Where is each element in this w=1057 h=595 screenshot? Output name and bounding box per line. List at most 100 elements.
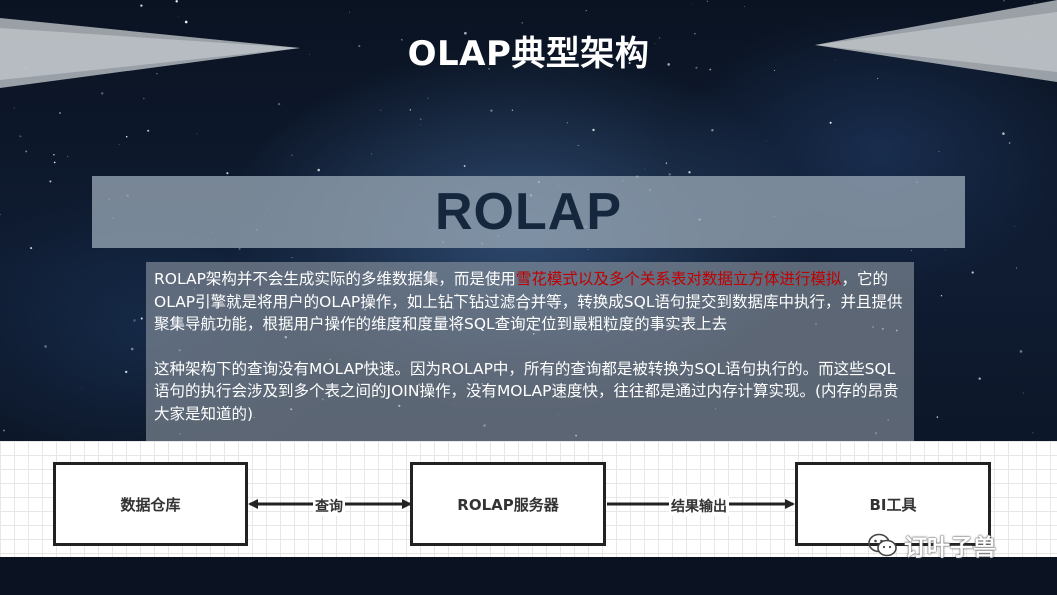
star [81, 387, 82, 389]
description-panel: ROLAP架构并不会生成实际的多维数据集，而是使用雪花模式以及多个关系表对数据立… [146, 262, 914, 442]
star [1019, 350, 1023, 353]
wechat-icon [868, 533, 897, 557]
query-label: 查询 [313, 496, 345, 516]
star [442, 49, 444, 52]
paragraph-1: ROLAP架构并不会生成实际的多维数据集，而是使用雪花模式以及多个关系表对数据立… [154, 268, 908, 336]
rolap-server-box: ROLAP服务器 [410, 462, 606, 546]
star [184, 20, 188, 24]
star [175, 0, 178, 3]
star [876, 77, 879, 80]
star [400, 38, 403, 41]
star [238, 247, 241, 250]
star [688, 171, 691, 174]
star [196, 133, 198, 135]
star [488, 68, 490, 70]
rolap-server-label: ROLAP服务器 [457, 495, 559, 514]
star [13, 107, 15, 109]
star [1002, 132, 1005, 135]
star [628, 62, 631, 65]
star [427, 97, 429, 99]
output-label: 结果输出 [669, 496, 729, 516]
header-wedges [0, 0, 1057, 88]
watermark-text: 订叶子兽 [904, 535, 996, 561]
star [1022, 392, 1024, 394]
star [585, 9, 587, 12]
star [1008, 142, 1011, 144]
star [463, 165, 466, 167]
star [665, 162, 668, 164]
star [156, 73, 158, 75]
star [691, 3, 693, 4]
star [118, 143, 120, 145]
star [971, 271, 974, 274]
star [130, 347, 134, 351]
star [30, 247, 33, 250]
star [587, 249, 589, 250]
star [511, 109, 514, 112]
star [829, 121, 832, 124]
star [317, 168, 321, 172]
star [1015, 267, 1018, 269]
star [53, 161, 56, 164]
star [566, 122, 569, 124]
star [1013, 226, 1015, 227]
star [938, 151, 940, 153]
star [125, 370, 128, 374]
star [44, 345, 47, 348]
star [1003, 0, 1005, 2]
star [147, 129, 150, 132]
star [409, 109, 411, 111]
star [3, 429, 5, 432]
star [67, 155, 69, 158]
banner-label: ROLAP [435, 183, 622, 241]
right-wedge-shade [815, 12, 1057, 72]
paragraph-1-highlight: 雪花模式以及多个关系表对数据立方体进行模拟 [515, 270, 842, 288]
star [936, 416, 939, 418]
paragraph-1-start: ROLAP架构并不会生成实际的多维数据集，而是使用 [154, 270, 516, 288]
star [25, 150, 28, 153]
star [291, 257, 293, 259]
star [694, 32, 696, 35]
star [944, 249, 946, 251]
star [420, 124, 421, 126]
star [53, 154, 55, 156]
star [358, 45, 361, 48]
star [706, 0, 708, 2]
data-warehouse-label: 数据仓库 [120, 495, 181, 514]
star [940, 295, 943, 297]
bottom-bar [0, 557, 1057, 595]
star [419, 118, 422, 121]
architecture-diagram: 数据仓库 ROLAP服务器 BI工具 查询 结果输出 [0, 441, 1057, 557]
star [226, 172, 229, 175]
star [380, 109, 382, 111]
watermark: 订叶子兽 [868, 527, 996, 563]
star [143, 97, 145, 100]
star [140, 317, 143, 320]
left-wedge-shade [0, 28, 300, 80]
star [101, 92, 104, 95]
star [667, 63, 670, 66]
star [1034, 1, 1036, 3]
star [133, 319, 136, 322]
data-warehouse-box: 数据仓库 [53, 462, 248, 546]
bi-tool-label: BI工具 [869, 495, 917, 514]
star [658, 37, 661, 39]
star [1032, 432, 1034, 434]
star [835, 59, 837, 61]
star [668, 173, 671, 176]
star [125, 135, 128, 138]
star [291, 154, 293, 156]
star [711, 129, 714, 132]
star [49, 180, 52, 183]
star [765, 140, 767, 142]
star [577, 144, 579, 146]
star [910, 249, 913, 252]
slide-title: OLAP典型架构 [407, 34, 650, 74]
paragraph-1-end: ，它的OLAP引擎就是将用户的OLAP操作，如上钻下钻过滤合并等，转换成SQL语… [154, 270, 903, 333]
paragraph-gap [154, 336, 908, 358]
star [59, 112, 61, 114]
rolap-banner: ROLAP [92, 176, 965, 248]
star [19, 135, 22, 138]
star [464, 31, 467, 35]
star [371, 153, 373, 155]
